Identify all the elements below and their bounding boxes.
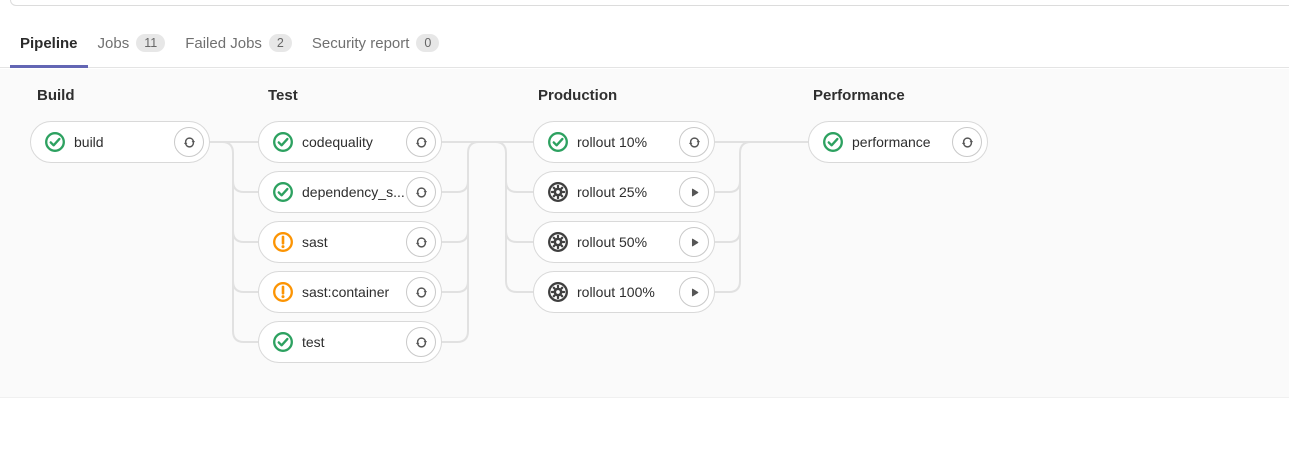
play-button[interactable] [679,177,709,207]
job-name: rollout 10% [577,134,648,150]
job-name: rollout 25% [577,184,648,200]
job-pill-performance[interactable]: performance [808,121,988,163]
job-pill-test[interactable]: test [258,321,442,363]
job-name: performance [852,134,931,150]
status-success-icon [272,331,294,353]
retry-button[interactable] [406,277,436,307]
tab-jobs-label: Jobs [97,34,130,52]
job-name: rollout 50% [577,234,648,250]
play-button[interactable] [679,227,709,257]
retry-button[interactable] [679,127,709,157]
job-name: build [74,134,104,150]
job-pill-rollout-10[interactable]: rollout 10% [533,121,715,163]
tab-security-report-label: Security report [311,34,410,52]
tab-pipeline-label: Pipeline [20,35,78,52]
job-name: sast:container [302,284,390,300]
retry-button[interactable] [952,127,982,157]
status-success-icon [272,181,294,203]
status-manual-icon [547,281,569,303]
tab-jobs[interactable]: Jobs 11 [88,34,176,68]
jobs-count-badge: 11 [136,34,166,52]
status-manual-icon [547,181,569,203]
pipeline-graph: Build Test Production Performance build … [0,69,1289,398]
retry-button[interactable] [406,327,436,357]
status-success-icon [822,131,844,153]
job-pill-sast[interactable]: sast [258,221,442,263]
job-name: rollout 100% [577,284,655,300]
job-name: sast [302,234,328,250]
job-pill-rollout-50[interactable]: rollout 50% [533,221,715,263]
tab-security-report[interactable]: Security report 0 [302,34,450,68]
stage-title-build: Build [37,87,75,104]
retry-button[interactable] [406,227,436,257]
status-manual-icon [547,231,569,253]
stage-title-test: Test [268,87,298,104]
job-pill-sast-container[interactable]: sast:container [258,271,442,313]
stage-title-production: Production [538,87,618,104]
retry-button[interactable] [406,127,436,157]
pipeline-connector-lines [210,141,808,343]
job-name: dependency_s... [302,184,405,200]
security-report-count-badge: 0 [416,34,440,52]
stage-title-performance: Performance [813,87,905,104]
retry-button[interactable] [406,177,436,207]
failed-jobs-count-badge: 2 [268,34,292,52]
job-pill-build[interactable]: build [30,121,210,163]
job-pill-rollout-25[interactable]: rollout 25% [533,171,715,213]
status-warning-icon [272,231,294,253]
top-panel-border [10,0,1289,6]
job-name: codequality [302,134,373,150]
play-button[interactable] [679,277,709,307]
status-warning-icon [272,281,294,303]
job-pill-codequality[interactable]: codequality [258,121,442,163]
job-name: test [302,334,325,350]
tab-pipeline[interactable]: Pipeline [10,35,88,68]
status-success-icon [547,131,569,153]
pipeline-tabbar: Pipeline Jobs 11 Failed Jobs 2 Security … [0,0,1289,68]
status-success-icon [44,131,66,153]
retry-button[interactable] [174,127,204,157]
tab-failed-jobs[interactable]: Failed Jobs 2 [175,34,302,68]
job-pill-rollout-100[interactable]: rollout 100% [533,271,715,313]
job-pill-dependency-scanning[interactable]: dependency_s... [258,171,442,213]
status-success-icon [272,131,294,153]
tab-failed-jobs-label: Failed Jobs [185,34,262,52]
